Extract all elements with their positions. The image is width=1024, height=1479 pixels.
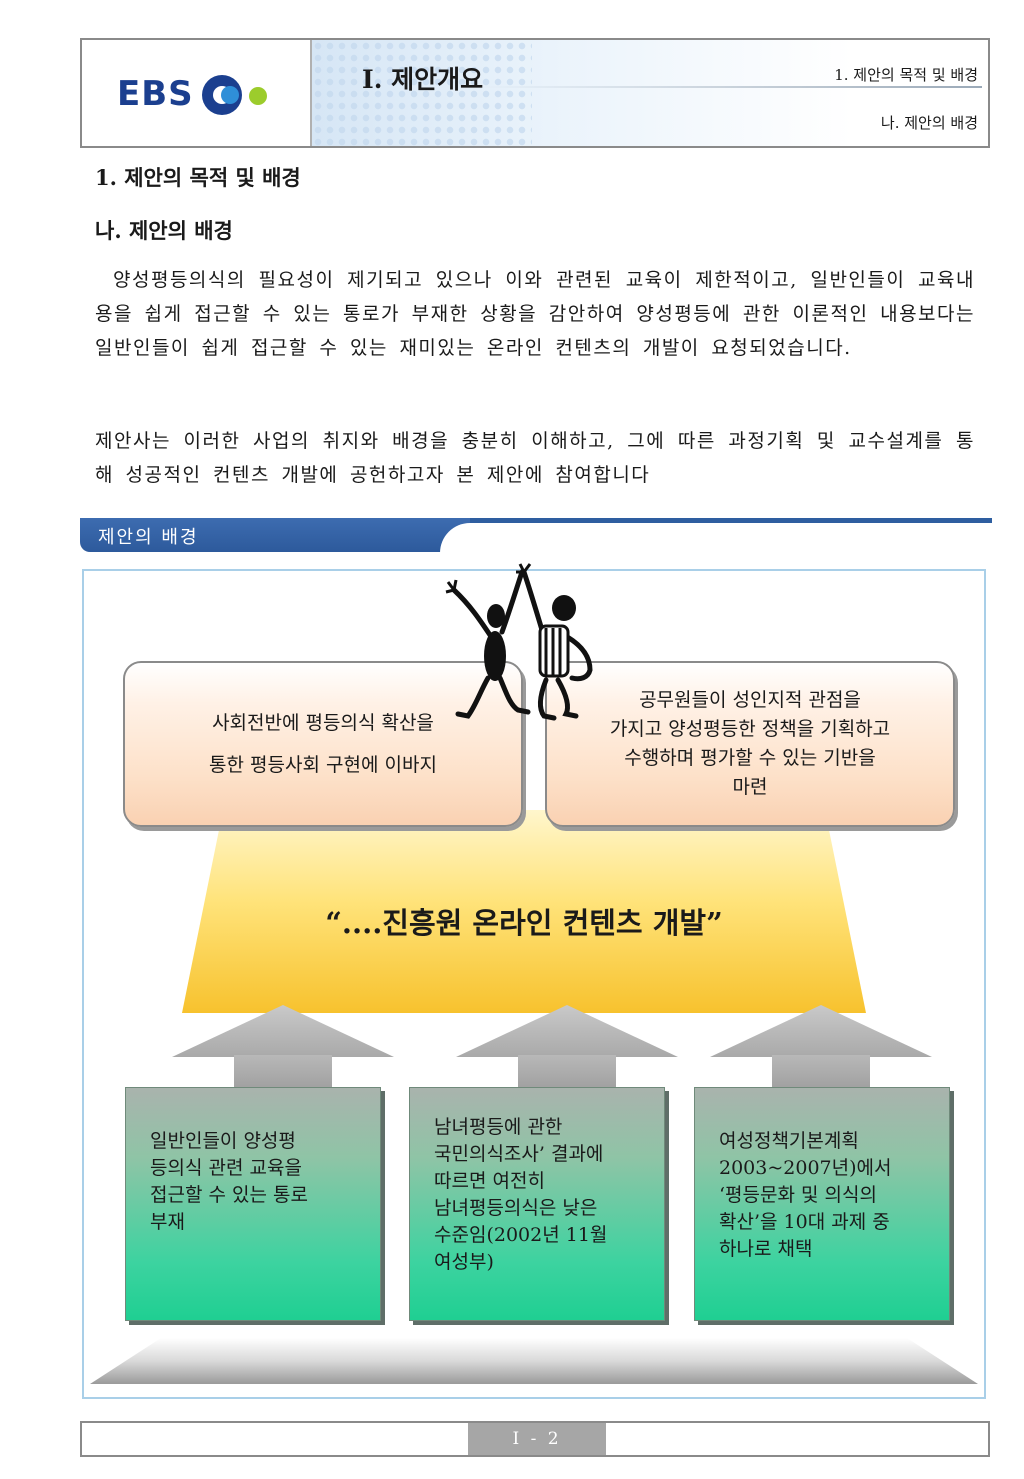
page-number: Ⅰ - 2 bbox=[468, 1423, 606, 1455]
header-subsection: 나. 제안의 배경 bbox=[880, 114, 978, 132]
goal-text-left: 사회전반에 평등의식 확산을 통한 평등사회 구현에 이바지 bbox=[209, 712, 437, 776]
up-arrow-icon bbox=[456, 1005, 678, 1089]
cause-box-1: 일반인들이 양성평 등의식 관련 교육을 접근할 수 있는 통로 부재 bbox=[125, 1087, 381, 1321]
arrow-stem bbox=[518, 1055, 616, 1089]
banner-rule bbox=[80, 518, 992, 523]
arrow-stem bbox=[772, 1055, 870, 1089]
ebs-logo-icon bbox=[202, 75, 267, 115]
arrow-head bbox=[710, 1005, 932, 1057]
ebs-logo-text: EBS bbox=[117, 74, 194, 114]
up-arrow-icon bbox=[172, 1005, 394, 1089]
header-section: 1. 제안의 목적 및 배경 bbox=[834, 66, 978, 84]
chapter-title: Ⅰ. 제안개요 bbox=[362, 65, 484, 94]
banner-tab bbox=[80, 518, 470, 552]
banner-curve bbox=[440, 523, 600, 553]
arrow-head bbox=[172, 1005, 394, 1057]
cause-text-3: 여성정책기본계획 2003~2007년)에서 ‘평등문화 및 의식의 확산’을 … bbox=[719, 1130, 892, 1260]
banner-title: 제안의 배경 bbox=[98, 527, 199, 548]
arrow-head bbox=[456, 1005, 678, 1057]
cause-text-2: 남녀평등에 관한 국민의식조사’ 결과에 따르면 여전히 남녀평등의식은 낮은 … bbox=[434, 1116, 608, 1273]
header-divider bbox=[482, 86, 982, 88]
header-band bbox=[312, 40, 988, 146]
logo-area: EBS bbox=[82, 40, 312, 146]
paragraph-participation: 제안사는 이러한 사업의 취지와 배경을 충분히 이해하고, 그에 따른 과정기… bbox=[95, 430, 975, 486]
arrow-stem bbox=[234, 1055, 332, 1089]
slogan-trapezoid bbox=[182, 810, 866, 1013]
goal-box-right: 공무원들이 성인지적 관점을 가지고 양성평등한 정책을 기획하고 수행하며 평… bbox=[545, 661, 955, 827]
section-banner: 제안의 배경 bbox=[80, 518, 992, 554]
cause-box-3: 여성정책기본계획 2003~2007년)에서 ‘평등문화 및 의식의 확산’을 … bbox=[694, 1087, 950, 1321]
up-arrow-icon bbox=[710, 1005, 932, 1089]
high-five-figures-icon bbox=[445, 563, 593, 721]
goal-text-right: 공무원들이 성인지적 관점을 가지고 양성평등한 정책을 기획하고 수행하며 평… bbox=[609, 689, 891, 798]
cause-box-2: 남녀평등에 관한 국민의식조사’ 결과에 따르면 여전히 남녀평등의식은 낮은 … bbox=[409, 1087, 665, 1321]
page-footer: Ⅰ - 2 bbox=[80, 1421, 990, 1457]
cause-text-1: 일반인들이 양성평 등의식 관련 교육을 접근할 수 있는 통로 부재 bbox=[150, 1130, 308, 1233]
goal-box-left: 사회전반에 평등의식 확산을 통한 평등사회 구현에 이바지 bbox=[123, 661, 523, 827]
base-platform bbox=[90, 1338, 978, 1384]
slogan-text: “....진흥원 온라인 컨텐츠 개발” bbox=[325, 906, 723, 940]
subsection-heading: 나. 제안의 배경 bbox=[95, 218, 233, 243]
paragraph-background: 양성평등의식의 필요성이 제기되고 있으나 이와 관련된 교육이 제한적이고, … bbox=[95, 269, 975, 359]
page-header: EBS Ⅰ. 제안개요 1. 제안의 목적 및 배경 나. 제안의 배경 bbox=[80, 38, 990, 148]
section-heading: 1. 제안의 목적 및 배경 bbox=[95, 165, 301, 190]
